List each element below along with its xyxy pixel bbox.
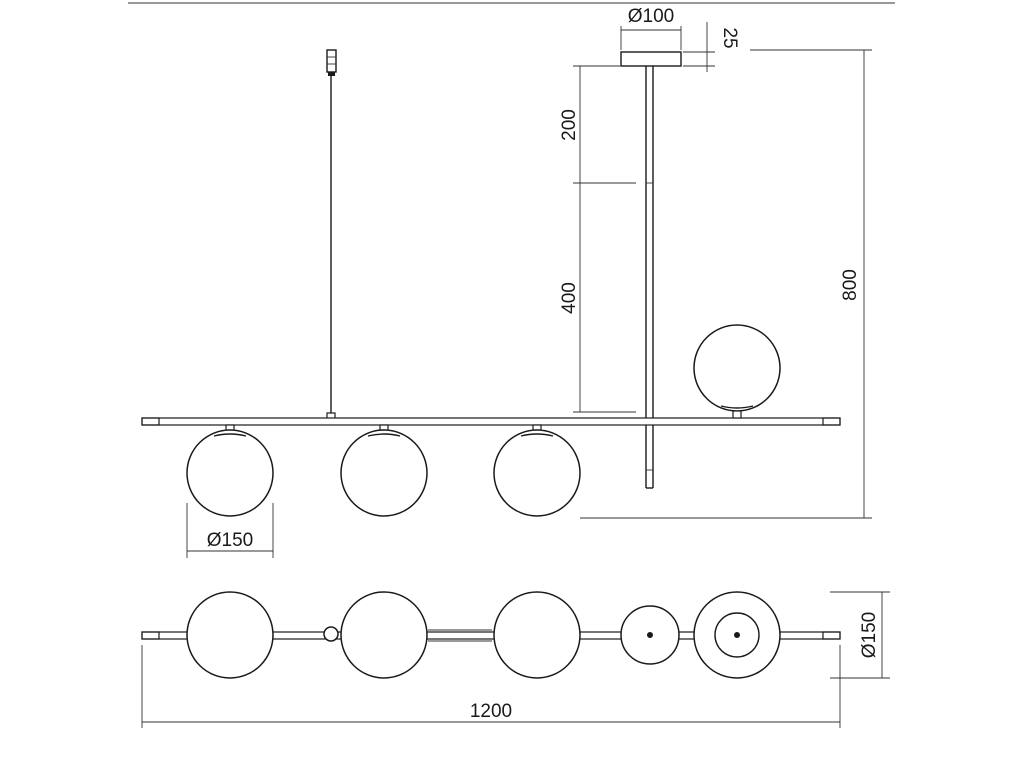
globe-front-2 bbox=[340, 424, 428, 517]
front-elevation: Ø100 25 200 400 800 bbox=[141, 6, 872, 558]
globe-top-1 bbox=[186, 591, 274, 679]
top-view: Ø150 1200 bbox=[141, 591, 890, 728]
globe-front-3 bbox=[493, 424, 581, 517]
total-height-label: 800 bbox=[840, 269, 861, 301]
globe-top-3 bbox=[493, 591, 581, 679]
stem-lower-label: 400 bbox=[559, 282, 580, 314]
dim-canopy-height: 25 bbox=[683, 22, 740, 72]
globe-front-diameter-label: Ø150 bbox=[207, 530, 253, 551]
cable-clamp bbox=[326, 49, 337, 76]
globe-upper bbox=[693, 324, 781, 419]
dim-globe-top: Ø150 bbox=[830, 591, 890, 679]
canopy bbox=[620, 51, 682, 67]
dim-globe-front: Ø150 bbox=[186, 503, 274, 558]
globe-top-diameter-label: Ø150 bbox=[859, 612, 880, 658]
globe-upper-top bbox=[693, 591, 781, 679]
horizontal-bar bbox=[141, 417, 841, 426]
total-length-label: 1200 bbox=[470, 701, 512, 722]
dim-total-height: 800 bbox=[580, 49, 872, 519]
dim-stem: 200 400 bbox=[559, 65, 636, 413]
stem-upper-label: 200 bbox=[559, 109, 580, 141]
dim-total-length: 1200 bbox=[141, 645, 841, 728]
canopy-height-label: 25 bbox=[719, 27, 740, 48]
dim-canopy-diameter: Ø100 bbox=[620, 6, 682, 50]
globe-top-2 bbox=[340, 591, 428, 679]
cable-mount-top bbox=[323, 626, 339, 642]
canopy-diameter-label: Ø100 bbox=[628, 6, 674, 27]
canopy-top bbox=[620, 605, 680, 665]
globe-front-1 bbox=[186, 424, 274, 517]
